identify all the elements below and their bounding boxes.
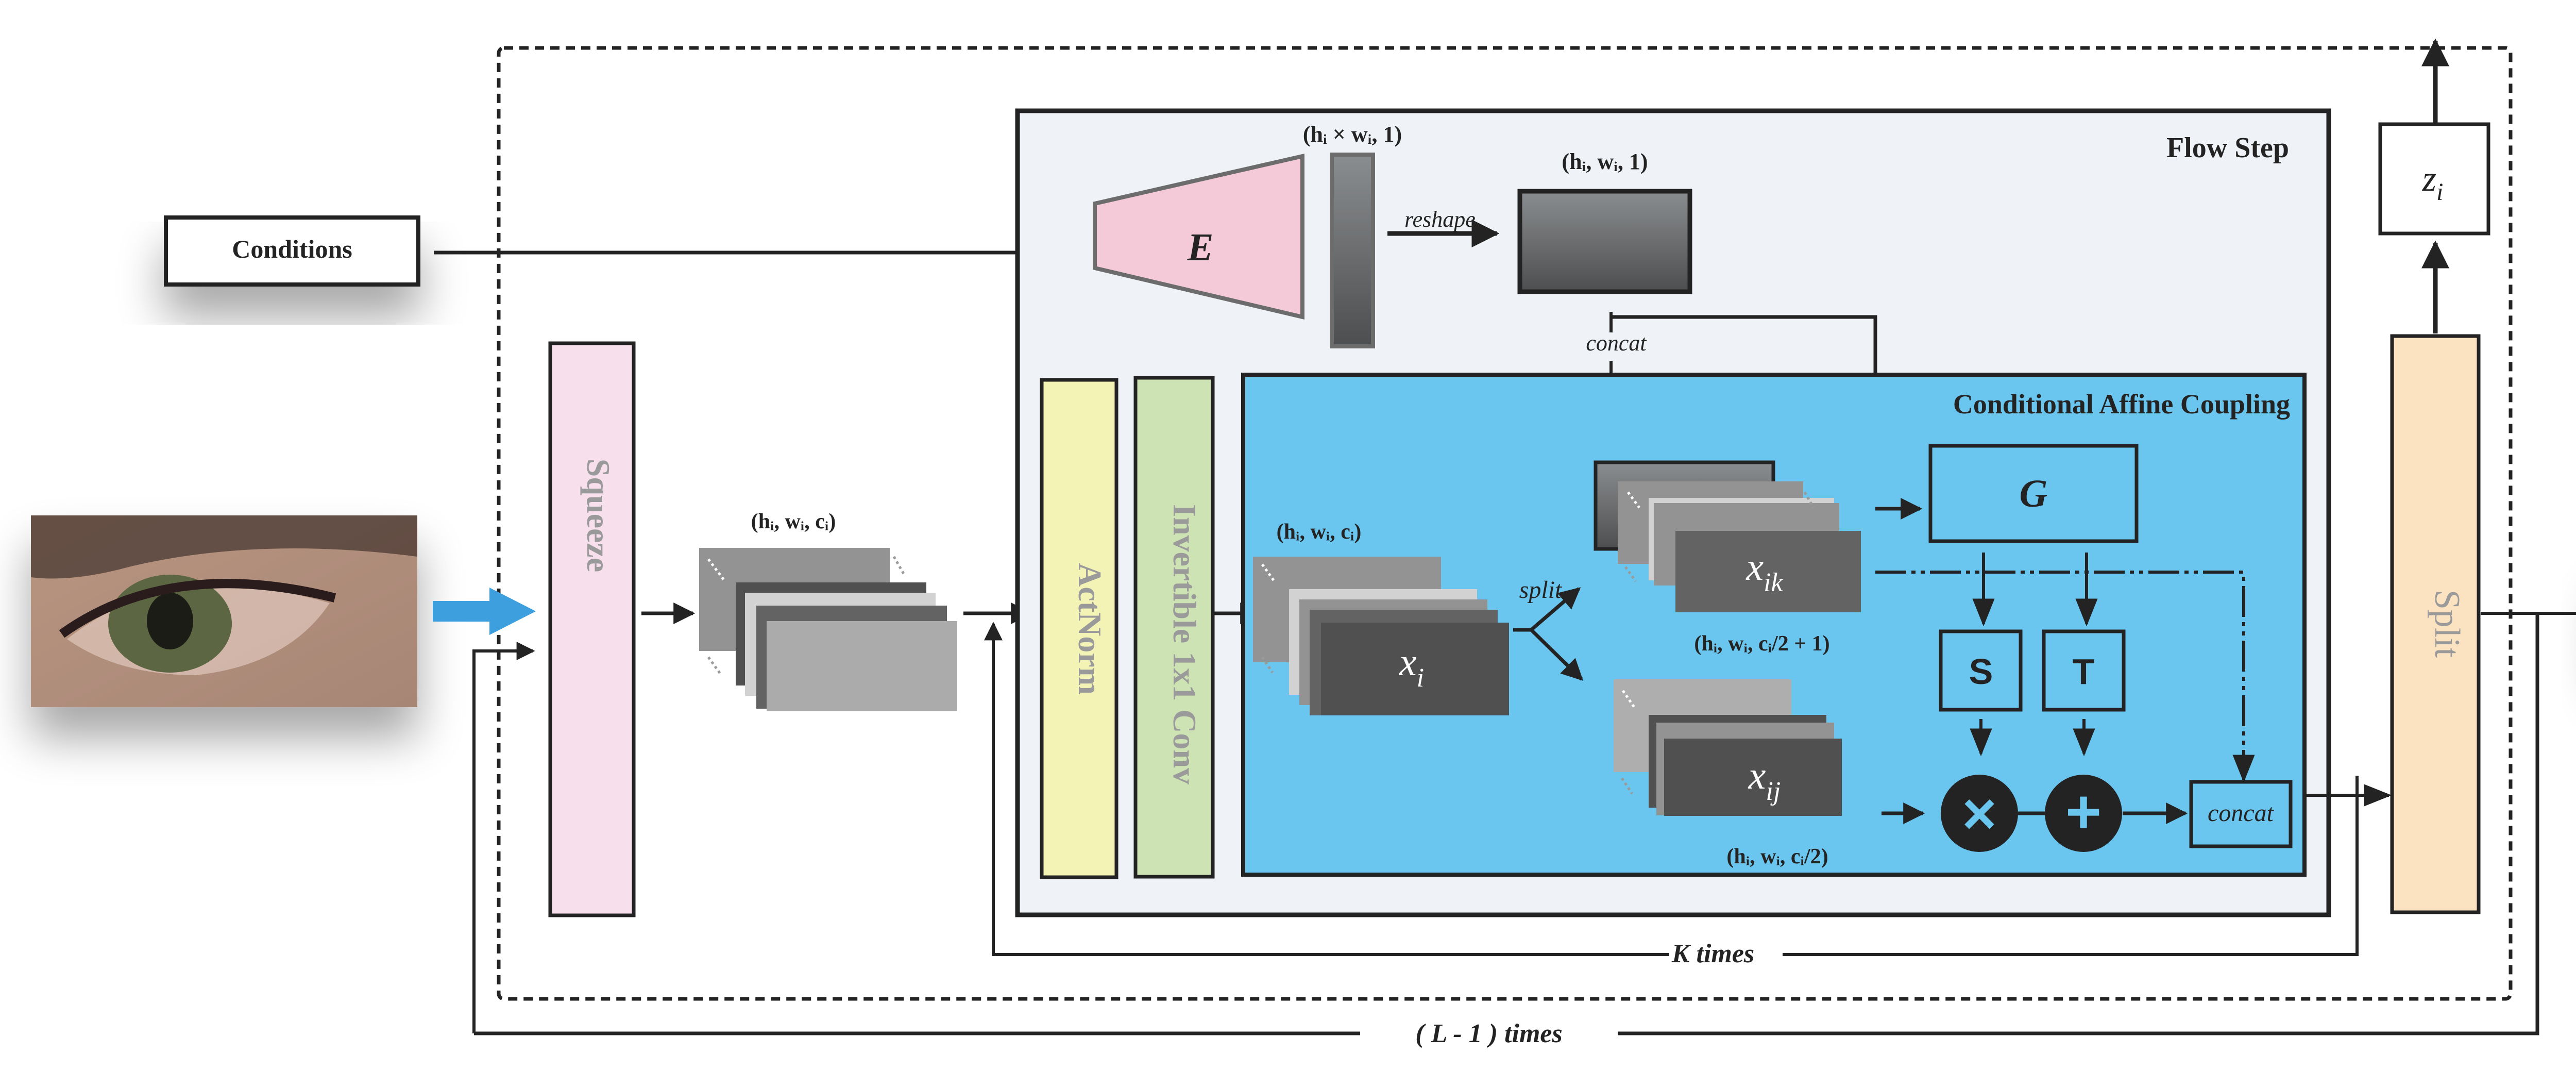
- x-ij-label: xij: [1748, 754, 1781, 806]
- concat-label-top: concat: [1586, 330, 1647, 356]
- x-ij-tensor-stack: [1614, 679, 1842, 816]
- condition-map-shape-label: (hᵢ, wᵢ, 1): [1562, 149, 1648, 174]
- squeeze-block: [548, 341, 636, 917]
- encoder-label: E: [1187, 226, 1214, 269]
- xik-bypass-to-concat-line: [1875, 571, 2255, 783]
- k-times-label: K times: [1671, 939, 1754, 968]
- k-loop-line-left: [984, 622, 1669, 956]
- encoder-block: [1093, 153, 1304, 320]
- condition-map: [1517, 189, 1692, 294]
- input-eye-image: [31, 515, 417, 707]
- invertible-conv-block: [1133, 376, 1215, 879]
- actnorm-label: ActNorm: [1072, 563, 1108, 695]
- conditions-node: [164, 215, 420, 287]
- t-translate-block: [2042, 629, 2126, 712]
- x-i-label: xi: [1399, 641, 1424, 693]
- g-label: G: [2020, 472, 2048, 515]
- multiply-operator-icon: [1941, 775, 2018, 852]
- concat-block: [2189, 780, 2293, 848]
- l-loop-return-arrow: [472, 642, 535, 1033]
- s-label: S: [1969, 651, 1993, 692]
- t-label: T: [2073, 651, 2095, 692]
- split-label: split: [1519, 576, 1563, 604]
- squeeze-label: Squeeze: [580, 459, 617, 572]
- l-times-label: ( L - 1 ) times: [1415, 1019, 1562, 1048]
- x-ij-shape-label: (hᵢ, wᵢ, cᵢ/2): [1726, 845, 1828, 868]
- z-i-output-box: [2378, 122, 2490, 236]
- add-operator-icon: [2045, 775, 2122, 852]
- vector-shape-label: (hᵢ × wᵢ, 1): [1303, 122, 1402, 147]
- outer-loop-container: [497, 46, 2513, 1001]
- flow-step-title: Flow Step: [2166, 132, 2289, 164]
- k-loop-line-right: [1783, 776, 2359, 956]
- x-ik-shape-label: (hᵢ, wᵢ, cᵢ/2 + 1): [1694, 632, 1829, 656]
- x-i-tensor-stack: [1253, 557, 1509, 715]
- split-arrow-down: [1530, 628, 1584, 681]
- g-network-block: [1928, 444, 2139, 543]
- input-arrow-icon: [433, 588, 536, 635]
- squeeze-shape-label: (hᵢ, wᵢ, cᵢ): [751, 510, 836, 533]
- s-scale-block: [1939, 629, 2023, 712]
- split-block: [2390, 334, 2481, 914]
- z-i-label: zi: [2422, 159, 2444, 206]
- l-loop-line-right: [1618, 613, 2539, 1035]
- x-ik-label: xik: [1745, 545, 1783, 597]
- multiply-symbol: ×: [1962, 781, 1996, 847]
- conditions-label: Conditions: [232, 235, 352, 263]
- reshape-label: reshape: [1404, 207, 1476, 232]
- affine-coupling-title: Conditional Affine Coupling: [1953, 389, 2290, 420]
- squeeze-output-tensor-stack: [699, 548, 957, 711]
- embedding-vector-bar: [1330, 153, 1375, 348]
- x-ik-tensor-stack: [1594, 460, 1861, 612]
- split-arrow-up: [1530, 587, 1581, 631]
- x-i-shape-label: (hᵢ, wᵢ, cᵢ): [1277, 520, 1362, 544]
- invertible-conv-label: Invertible 1x1 Conv: [1166, 504, 1203, 784]
- add-symbol: +: [2065, 777, 2102, 846]
- split-block-label: Split: [2427, 590, 2467, 658]
- actnorm-block: [1040, 378, 1118, 879]
- concat-label: concat: [2208, 799, 2275, 827]
